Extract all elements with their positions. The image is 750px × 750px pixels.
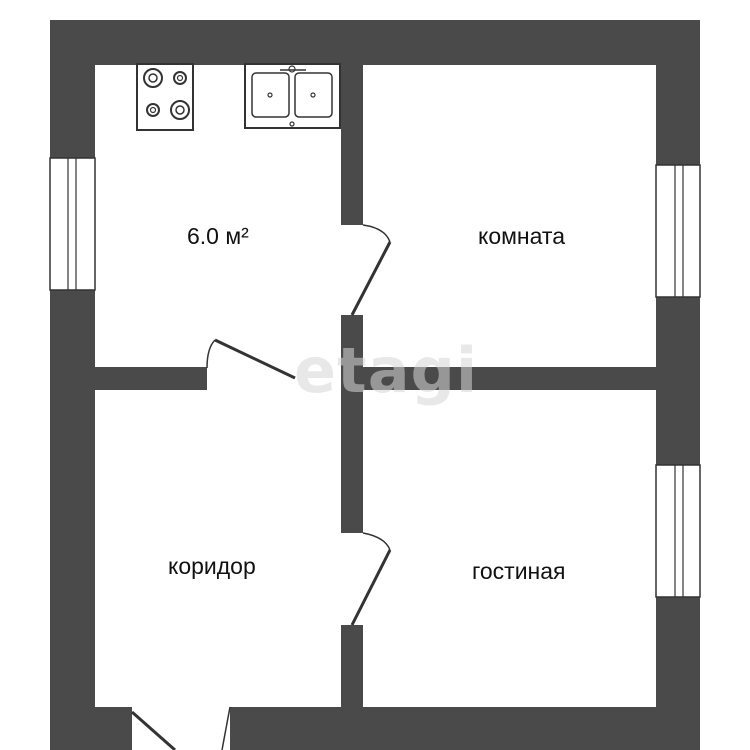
walls (50, 20, 700, 750)
door-entrance (131, 706, 231, 750)
wall-bottom-right (230, 707, 700, 750)
doors (131, 224, 392, 750)
windows (49, 157, 701, 598)
wall-vert-lower-a (341, 390, 363, 533)
wall-vert-lower-b (341, 625, 363, 710)
door-koridor-gostinaya (350, 532, 392, 626)
door-kitchen-koridor (206, 338, 296, 380)
window-left (49, 157, 96, 291)
wall-mid-right (342, 367, 656, 390)
sink-icon (244, 63, 341, 129)
wall-right (656, 20, 700, 750)
room-label-kitchen: 6.0 м² (187, 223, 249, 249)
window-right-upper (655, 164, 701, 298)
window-right-lower (655, 464, 701, 598)
room-label-gostinaya: гостиная (472, 558, 566, 584)
wall-top (50, 20, 700, 65)
room-label-koridor: коридор (168, 553, 256, 579)
door-kitchen-komnata (350, 224, 392, 316)
wall-left (50, 20, 95, 750)
stove-icon (136, 63, 194, 131)
wall-vert-upper-a (341, 65, 363, 225)
wall-bottom-left (50, 707, 132, 750)
wall-vert-upper-b (341, 315, 363, 390)
wall-mid-left (95, 367, 207, 390)
watermark-text: etagi (294, 334, 478, 407)
room-label-komnata: комната (478, 223, 565, 249)
